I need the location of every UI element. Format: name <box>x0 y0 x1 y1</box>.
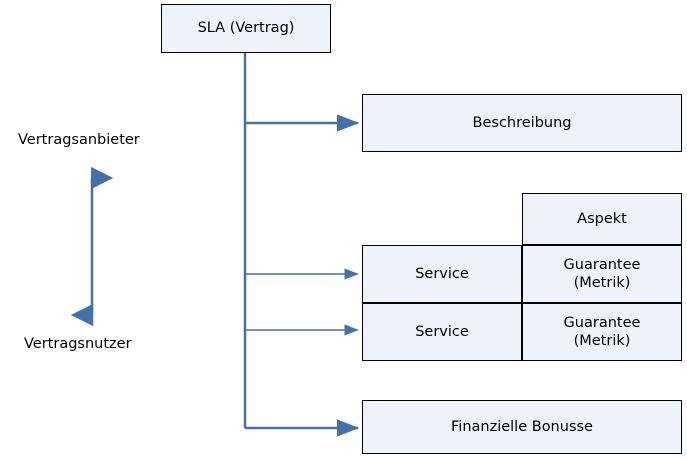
label-vertragsanbieter: Vertragsanbieter <box>18 132 140 148</box>
node-service-2: Service <box>362 303 522 361</box>
node-finanzielle-bonusse: Finanzielle Bonusse <box>362 400 682 454</box>
node-sla: SLA (Vertrag) <box>161 4 331 53</box>
node-service-1: Service <box>362 245 522 303</box>
node-guarantee-1: Guarantee (Metrik) <box>522 245 682 303</box>
node-beschreibung: Beschreibung <box>362 94 682 152</box>
node-aspekt: Aspekt <box>522 193 682 245</box>
node-guarantee-2: Guarantee (Metrik) <box>522 303 682 361</box>
label-vertragsnutzer: Vertragsnutzer <box>24 336 132 352</box>
